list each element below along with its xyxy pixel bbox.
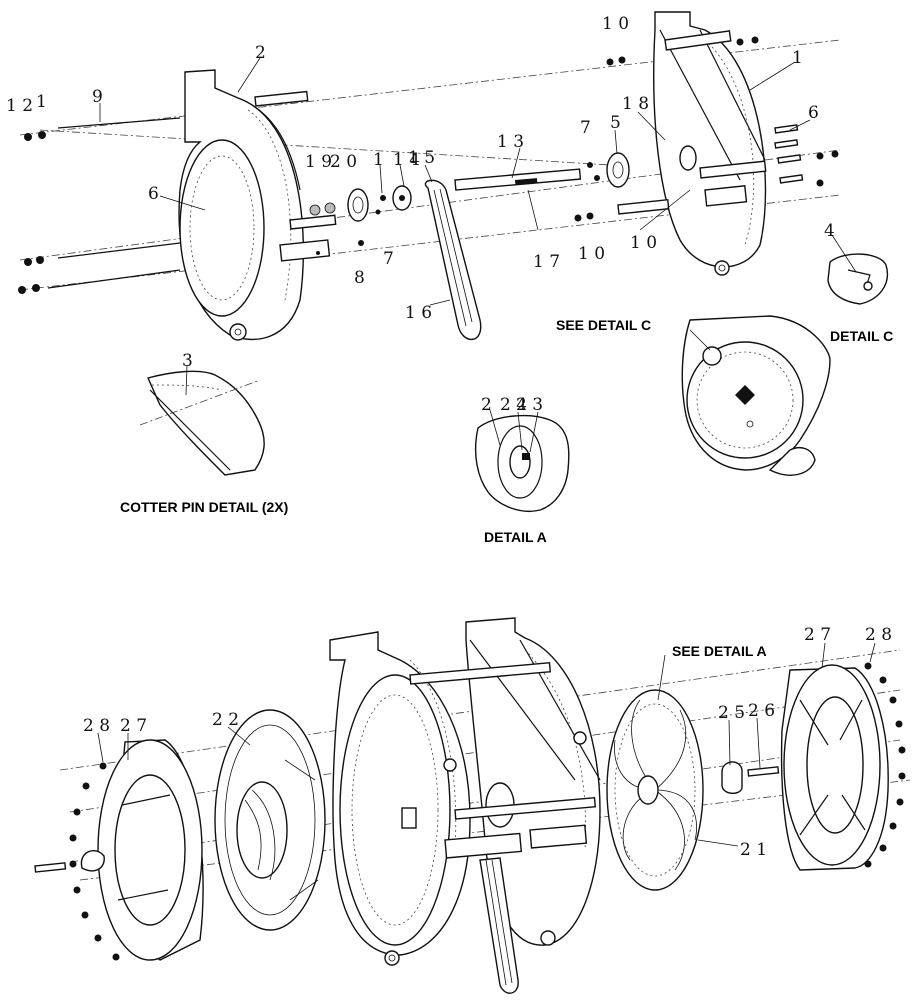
callout-27-left: 2 7: [120, 716, 147, 736]
center-housing: [329, 631, 471, 966]
callout-3-cotter: 3: [182, 351, 193, 371]
callout-10-top: 1 0: [602, 14, 629, 34]
callout-4: 1 4: [393, 150, 420, 170]
callout-2-top: 2: [255, 43, 266, 63]
callout-16: 1 6: [405, 303, 432, 323]
v-belt: [424, 179, 482, 341]
callout-21: 2 1: [740, 840, 767, 860]
callout-27-right: 2 7: [804, 625, 831, 645]
callout-28-left: 2 8: [83, 716, 110, 736]
impeller-22: [214, 709, 326, 931]
right-blower-housing: [606, 11, 767, 276]
bottom-assembly: 2 8 2 7 2 2 2 1 2 5 2 6 2 7 2 8 SEE DETA…: [34, 617, 911, 994]
callout-9: 9: [92, 87, 103, 107]
belt-bottom: [479, 857, 519, 994]
callout-25: 2 5: [718, 703, 745, 723]
see-detail-c-view: SEE DETAIL C: [556, 315, 831, 476]
callout-5: 5: [610, 113, 621, 133]
caption-detail-a: DETAIL A: [484, 529, 547, 545]
callout-19: 1 9: [305, 152, 332, 172]
caption-see-detail-c: SEE DETAIL C: [556, 317, 651, 333]
hub-components: [309, 185, 412, 246]
impeller-21: [606, 689, 704, 891]
top-assembly: 2 1 2 1 9 6 1 9 2 0 1 1 4 1 5 8 7 1 6 1 …: [6, 11, 841, 341]
callout-7-right: 7: [580, 118, 591, 138]
callout-20: 2 0: [330, 152, 357, 172]
callout-13: 1 3: [497, 132, 524, 152]
top-callouts: 2 1 2 1 9 6 1 9 2 0 1 1 4 1 5 8 7 1 6 1 …: [6, 14, 819, 323]
inlet-cone-left: [97, 739, 204, 961]
callout-15: 1 5: [408, 148, 435, 168]
callout-26: 2 6: [748, 701, 775, 721]
callout-28-right: 2 8: [865, 625, 892, 645]
bolt-ring-left: [69, 762, 120, 961]
right-fasteners: [574, 36, 839, 222]
callout-1-right: 1: [792, 48, 803, 68]
left-blower-housing: [178, 69, 337, 341]
main-shaft: [454, 168, 582, 191]
detail-c: 4 DETAIL C: [824, 221, 893, 344]
callout-17: 1 7: [533, 252, 560, 272]
callout-7-left: 7: [383, 249, 394, 269]
caption-cotter-pin-detail: COTTER PIN DETAIL (2X): [120, 499, 288, 515]
callout-10-bottom: 1 0: [578, 244, 605, 264]
tie-rods: [18, 117, 181, 294]
top-leader-lines: [99, 57, 811, 306]
caption-see-detail-a: SEE DETAIL A: [672, 643, 767, 659]
cap-and-bolt: [721, 761, 780, 794]
callout-6-right: 6: [808, 103, 819, 123]
detail-a: 2 2 4 2 3 DETAIL A: [474, 395, 570, 545]
callout-1-hub: 1: [373, 150, 384, 170]
callout-2-detail-a: 2: [481, 395, 492, 415]
bottom-callouts: 2 8 2 7 2 2 2 1 2 5 2 6 2 7 2 8 SEE DETA…: [83, 625, 892, 860]
bolt-ring-right: [864, 662, 906, 868]
callout-24: 2 4: [500, 395, 527, 415]
left-bolt-cap: [34, 850, 105, 873]
callout-23: 2 3: [516, 395, 543, 415]
callout-10-lower-right: 1 0: [630, 233, 657, 253]
callout-4-detail-c: 4: [824, 221, 835, 241]
callout-18: 1 8: [622, 94, 649, 114]
callout-6-left: 6: [148, 184, 159, 204]
inlet-ring-right: [780, 664, 889, 871]
cotter-pin-detail: 3 COTTER PIN DETAIL (2X): [120, 351, 288, 515]
callout-11: 1: [36, 92, 50, 112]
callout-22: 2 2: [212, 710, 239, 730]
caption-detail-c: DETAIL C: [830, 328, 893, 344]
callout-8: 8: [354, 268, 365, 288]
callout-12: 1 2: [6, 96, 33, 116]
bottom-leader-lines: [97, 642, 876, 847]
